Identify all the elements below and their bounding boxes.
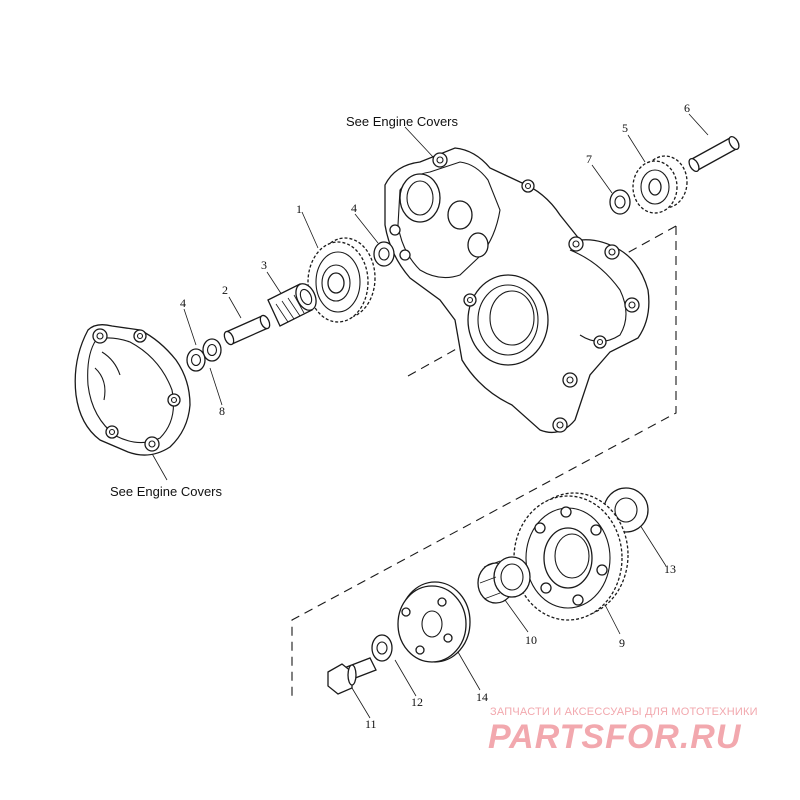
part-3-needle-bearing (267, 283, 317, 327)
part-number-10: 10 (525, 633, 537, 647)
part-7-washer (609, 189, 631, 215)
part-number-5: 5 (622, 121, 628, 135)
part-number-14: 14 (476, 690, 488, 704)
part-number-11: 11 (365, 717, 377, 731)
part-number-9: 9 (619, 636, 625, 650)
part-12-washer (371, 634, 393, 662)
watermark-tagline: ЗАПЧАСТИ И АКСЕССУАРЫ ДЛЯ МОТОТЕХНИКИ (490, 706, 758, 718)
engine-covers-callout-top: See Engine Covers (346, 114, 459, 129)
part-number-4-lower: 4 (180, 296, 186, 310)
part-4-washer-upper (373, 241, 395, 267)
part-8-washer (186, 348, 206, 372)
part-number-4-upper: 4 (351, 201, 357, 215)
watermark-logo: PARTSFOR.RU (488, 718, 742, 756)
part-number-12: 12 (411, 695, 423, 709)
part-9-starter-gear (513, 492, 629, 621)
leader-lines (149, 113, 709, 719)
engine-covers-callout-left: See Engine Covers (110, 484, 223, 499)
main-engine-cover (384, 147, 650, 434)
part-14-sprag-clutch (397, 581, 471, 663)
part-4-washer-lower (202, 338, 222, 362)
part-number-3: 3 (261, 258, 267, 272)
part-number-6: 6 (684, 101, 690, 115)
part-5-small-gear (632, 155, 688, 214)
part-2-shaft (223, 314, 271, 346)
part-number-2: 2 (222, 283, 228, 297)
part-number-7: 7 (586, 152, 592, 166)
part-1-idler-gear (307, 237, 376, 323)
part-number-8: 8 (219, 404, 225, 418)
part-number-1: 1 (296, 202, 302, 216)
part-number-13: 13 (664, 562, 676, 576)
part-10-roller-bearing (477, 556, 531, 604)
part-6-pin (688, 135, 740, 173)
left-engine-cover (74, 324, 191, 456)
part-11-flange-bolt (327, 657, 377, 695)
